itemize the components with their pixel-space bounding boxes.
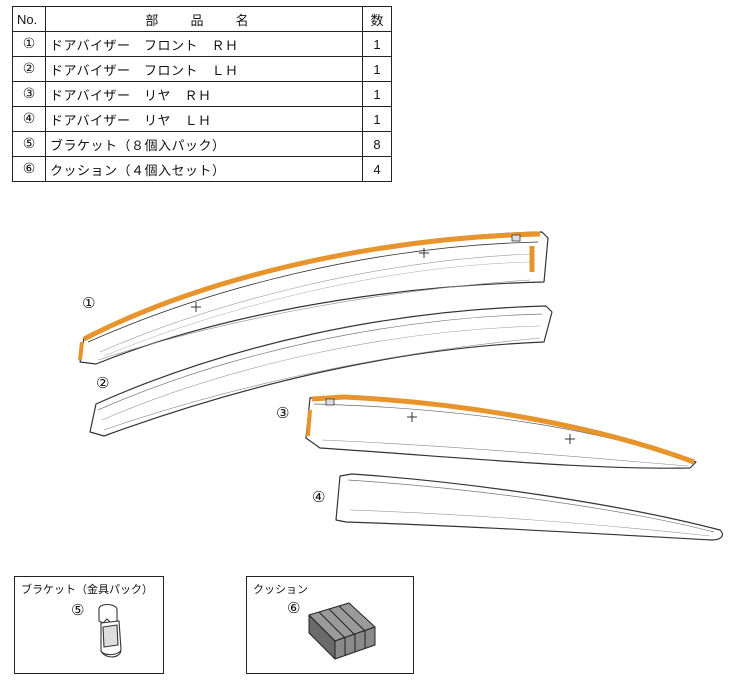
header-part-name: 部 品 名	[45, 6, 363, 32]
row-no: ⑤	[12, 131, 46, 157]
cushion-box: クッション ⑥	[246, 576, 414, 674]
table-row: ② ドアバイザー フロント ＬＨ 1	[12, 56, 392, 82]
table-row: ⑤ ブラケット（８個入パック） 8	[12, 131, 392, 157]
row-part-name: ブラケット（８個入パック）	[45, 131, 363, 157]
table-row: ① ドアバイザー フロント ＲＨ 1	[12, 31, 392, 57]
table-row: ③ ドアバイザー リヤ ＲＨ 1	[12, 81, 392, 107]
row-quantity: 1	[362, 106, 392, 132]
bracket-box: ブラケット（金具パック） ⑤	[14, 576, 164, 674]
row-quantity: 4	[362, 156, 392, 182]
parts-table: No. 部 品 名 数 ① ドアバイザー フロント ＲＨ 1 ② ドアバイザー …	[12, 6, 392, 182]
bracket-icon	[98, 603, 122, 658]
cushion-number: ⑥	[287, 599, 301, 617]
row-no: ⑥	[12, 156, 46, 182]
row-part-name: ドアバイザー フロント ＬＨ	[45, 56, 363, 82]
row-quantity: 1	[362, 31, 392, 57]
front-rh-tape	[82, 231, 541, 342]
callout-4: ④	[312, 488, 326, 506]
row-part-name: ドアバイザー リヤ ＲＨ	[45, 81, 363, 107]
table-row: ④ ドアバイザー リヤ ＬＨ 1	[12, 106, 392, 132]
bracket-title: ブラケット（金具パック）	[21, 583, 153, 596]
row-part-name: ドアバイザー フロント ＲＨ	[45, 31, 363, 57]
row-no: ④	[12, 106, 46, 132]
front-lh-visor	[89, 305, 553, 437]
cushion-title: クッション	[253, 583, 308, 596]
rear-lh-visor	[335, 473, 724, 541]
callout-2: ②	[96, 374, 110, 392]
table-row: ⑥ クッション（４個入セット） 4	[12, 156, 392, 182]
callout-1: ①	[82, 294, 96, 312]
callout-3: ③	[276, 404, 290, 422]
bracket-number: ⑤	[71, 601, 85, 619]
header-no: No.	[12, 6, 46, 32]
table-header-row: No. 部 品 名 数	[12, 6, 392, 32]
cushion-icon	[308, 602, 376, 660]
rear-rh-visor	[305, 394, 697, 469]
row-part-name: クッション（４個入セット）	[45, 156, 363, 182]
row-no: ②	[12, 56, 46, 82]
rear-rh-tape	[311, 394, 695, 465]
front-rh-visor	[78, 231, 549, 365]
row-no: ①	[12, 31, 46, 57]
